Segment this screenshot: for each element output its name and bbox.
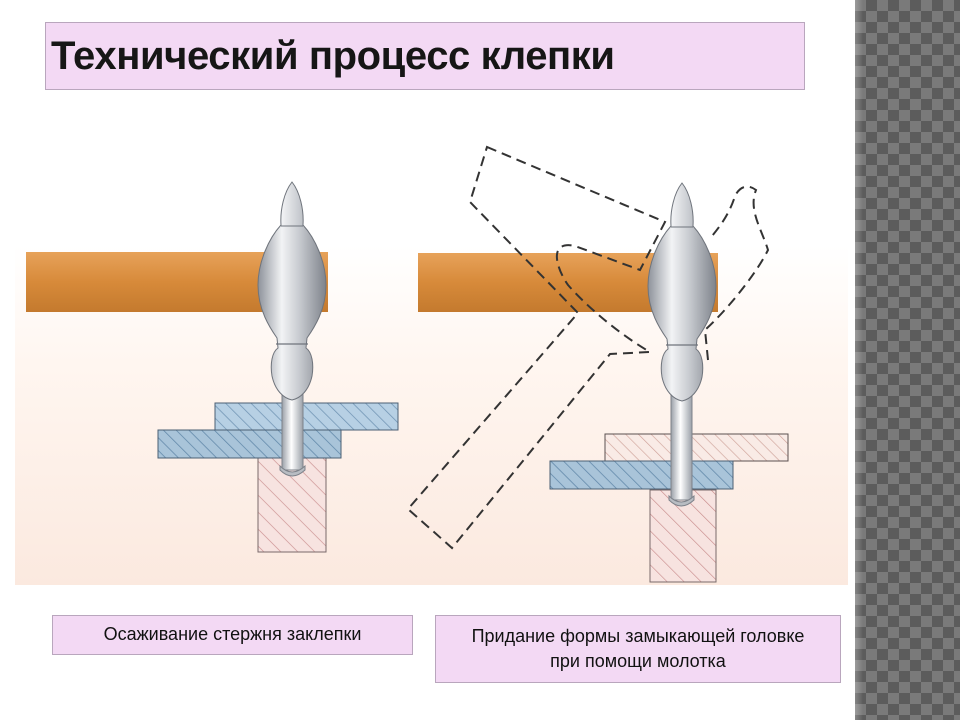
left-rivet-shank — [281, 391, 304, 471]
left-riveting-stage — [26, 181, 399, 553]
slide-title: Технический процесс клепки — [51, 33, 615, 78]
right-rivet-shank — [670, 393, 693, 501]
right-rivet-head — [668, 494, 695, 507]
hammer-swing-outline — [406, 145, 667, 550]
left-hammer-head — [257, 181, 327, 401]
right-riveting-stage — [406, 145, 789, 583]
caption-head-forming-line2: при помощи молотка — [550, 651, 726, 671]
left-rivet-head — [279, 464, 306, 477]
hammer-swing-outline-head — [703, 185, 770, 361]
right-upper-plate — [604, 433, 789, 462]
caption-head-forming: Придание формы замыкающей головке при по… — [435, 615, 841, 683]
left-lower-plate — [157, 429, 342, 459]
right-hammer-head — [647, 182, 717, 402]
caption-head-forming-line1: Придание формы замыкающей головке — [471, 625, 805, 646]
caption-upsetting-text: Осаживание стержня заклепки — [103, 624, 362, 645]
right-lower-plate — [549, 460, 734, 490]
decorative-side-pattern — [855, 0, 960, 720]
left-upper-plate — [214, 402, 399, 431]
title-banner: Технический процесс клепки — [45, 22, 805, 90]
caption-upsetting: Осаживание стержня заклепки — [52, 615, 413, 655]
